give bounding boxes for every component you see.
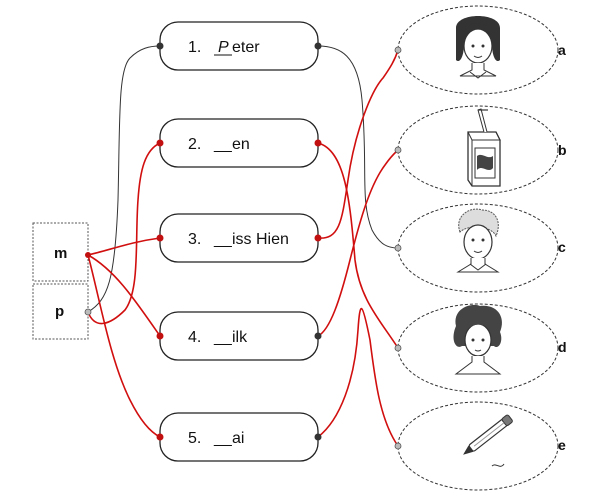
dot <box>314 234 322 242</box>
woman-portrait-icon <box>453 304 502 375</box>
picture-label-c: c <box>558 239 566 255</box>
word-box-1: 1. P eter <box>159 21 319 71</box>
line-m-to-mai <box>87 254 161 438</box>
picture-e: e <box>394 401 566 491</box>
letter-box-p: p <box>32 283 89 340</box>
word-rest: en <box>232 136 250 153</box>
word-rest: iss Hien <box>232 231 289 248</box>
pen-icon <box>463 414 513 455</box>
dot <box>314 433 322 441</box>
pencil-lines <box>87 45 399 313</box>
word-blank: __ <box>213 231 233 248</box>
dot <box>156 433 164 441</box>
word-box-3: 3. __ iss Hien <box>159 213 319 263</box>
letter-p-label: p <box>55 303 64 320</box>
line-m-to-milk <box>87 254 161 337</box>
picture-label-b: b <box>558 142 567 158</box>
word-box-5: 5. __ ai <box>159 412 319 462</box>
word-box-4: 4. __ ilk <box>159 311 319 361</box>
line-peter-to-c <box>317 45 399 249</box>
letter-box-m: m <box>32 222 89 282</box>
picture-label-a: a <box>558 42 566 58</box>
picture-a: a <box>394 5 566 95</box>
word-box-2: 2. __ en <box>159 118 319 168</box>
dot <box>394 46 402 54</box>
word-number: 1. <box>188 39 201 56</box>
milk-carton-icon <box>467 108 501 187</box>
dot <box>156 139 164 147</box>
girl-portrait-icon <box>456 16 500 79</box>
dot <box>394 244 402 252</box>
line-misshien-to-a <box>317 49 399 239</box>
word-number: 4. <box>188 329 201 346</box>
dot <box>394 442 402 450</box>
word-blank: __ <box>213 329 233 346</box>
connector-dots <box>84 42 322 441</box>
line-milk-to-b <box>317 149 399 337</box>
word-rest: ai <box>232 430 244 447</box>
word-number: 5. <box>188 430 201 447</box>
dot <box>156 234 164 242</box>
dot <box>314 332 322 340</box>
dot <box>84 308 92 316</box>
line-mai-to-e <box>317 307 399 447</box>
dot <box>314 139 322 147</box>
scribble <box>491 463 505 467</box>
word-number: 2. <box>188 136 201 153</box>
line-pen-to-d <box>317 142 399 349</box>
word-filled-letter: P <box>218 39 229 56</box>
line-p-to-pen <box>87 142 161 325</box>
picture-label-d: d <box>558 339 567 355</box>
word-blank: __ <box>213 430 233 447</box>
word-rest: ilk <box>232 329 248 346</box>
dot <box>394 344 402 352</box>
boy-portrait-icon <box>456 208 500 273</box>
picture-label-e: e <box>558 437 566 453</box>
letter-m-label: m <box>54 245 67 262</box>
picture-d: d <box>394 303 567 393</box>
letter-frame <box>32 222 89 282</box>
word-blank: __ <box>213 136 233 153</box>
word-number: 3. <box>188 231 201 248</box>
word-rest: eter <box>232 39 260 56</box>
line-p-to-peter <box>87 45 161 313</box>
pen-lines <box>87 49 399 447</box>
picture-b: b <box>394 105 567 195</box>
picture-c: c <box>394 203 566 293</box>
dot <box>394 146 402 154</box>
letter-frame <box>32 283 89 340</box>
dot <box>85 252 91 258</box>
dot <box>156 332 164 340</box>
line-m-to-miss <box>87 237 161 256</box>
dot <box>314 42 322 50</box>
dot <box>156 42 164 50</box>
